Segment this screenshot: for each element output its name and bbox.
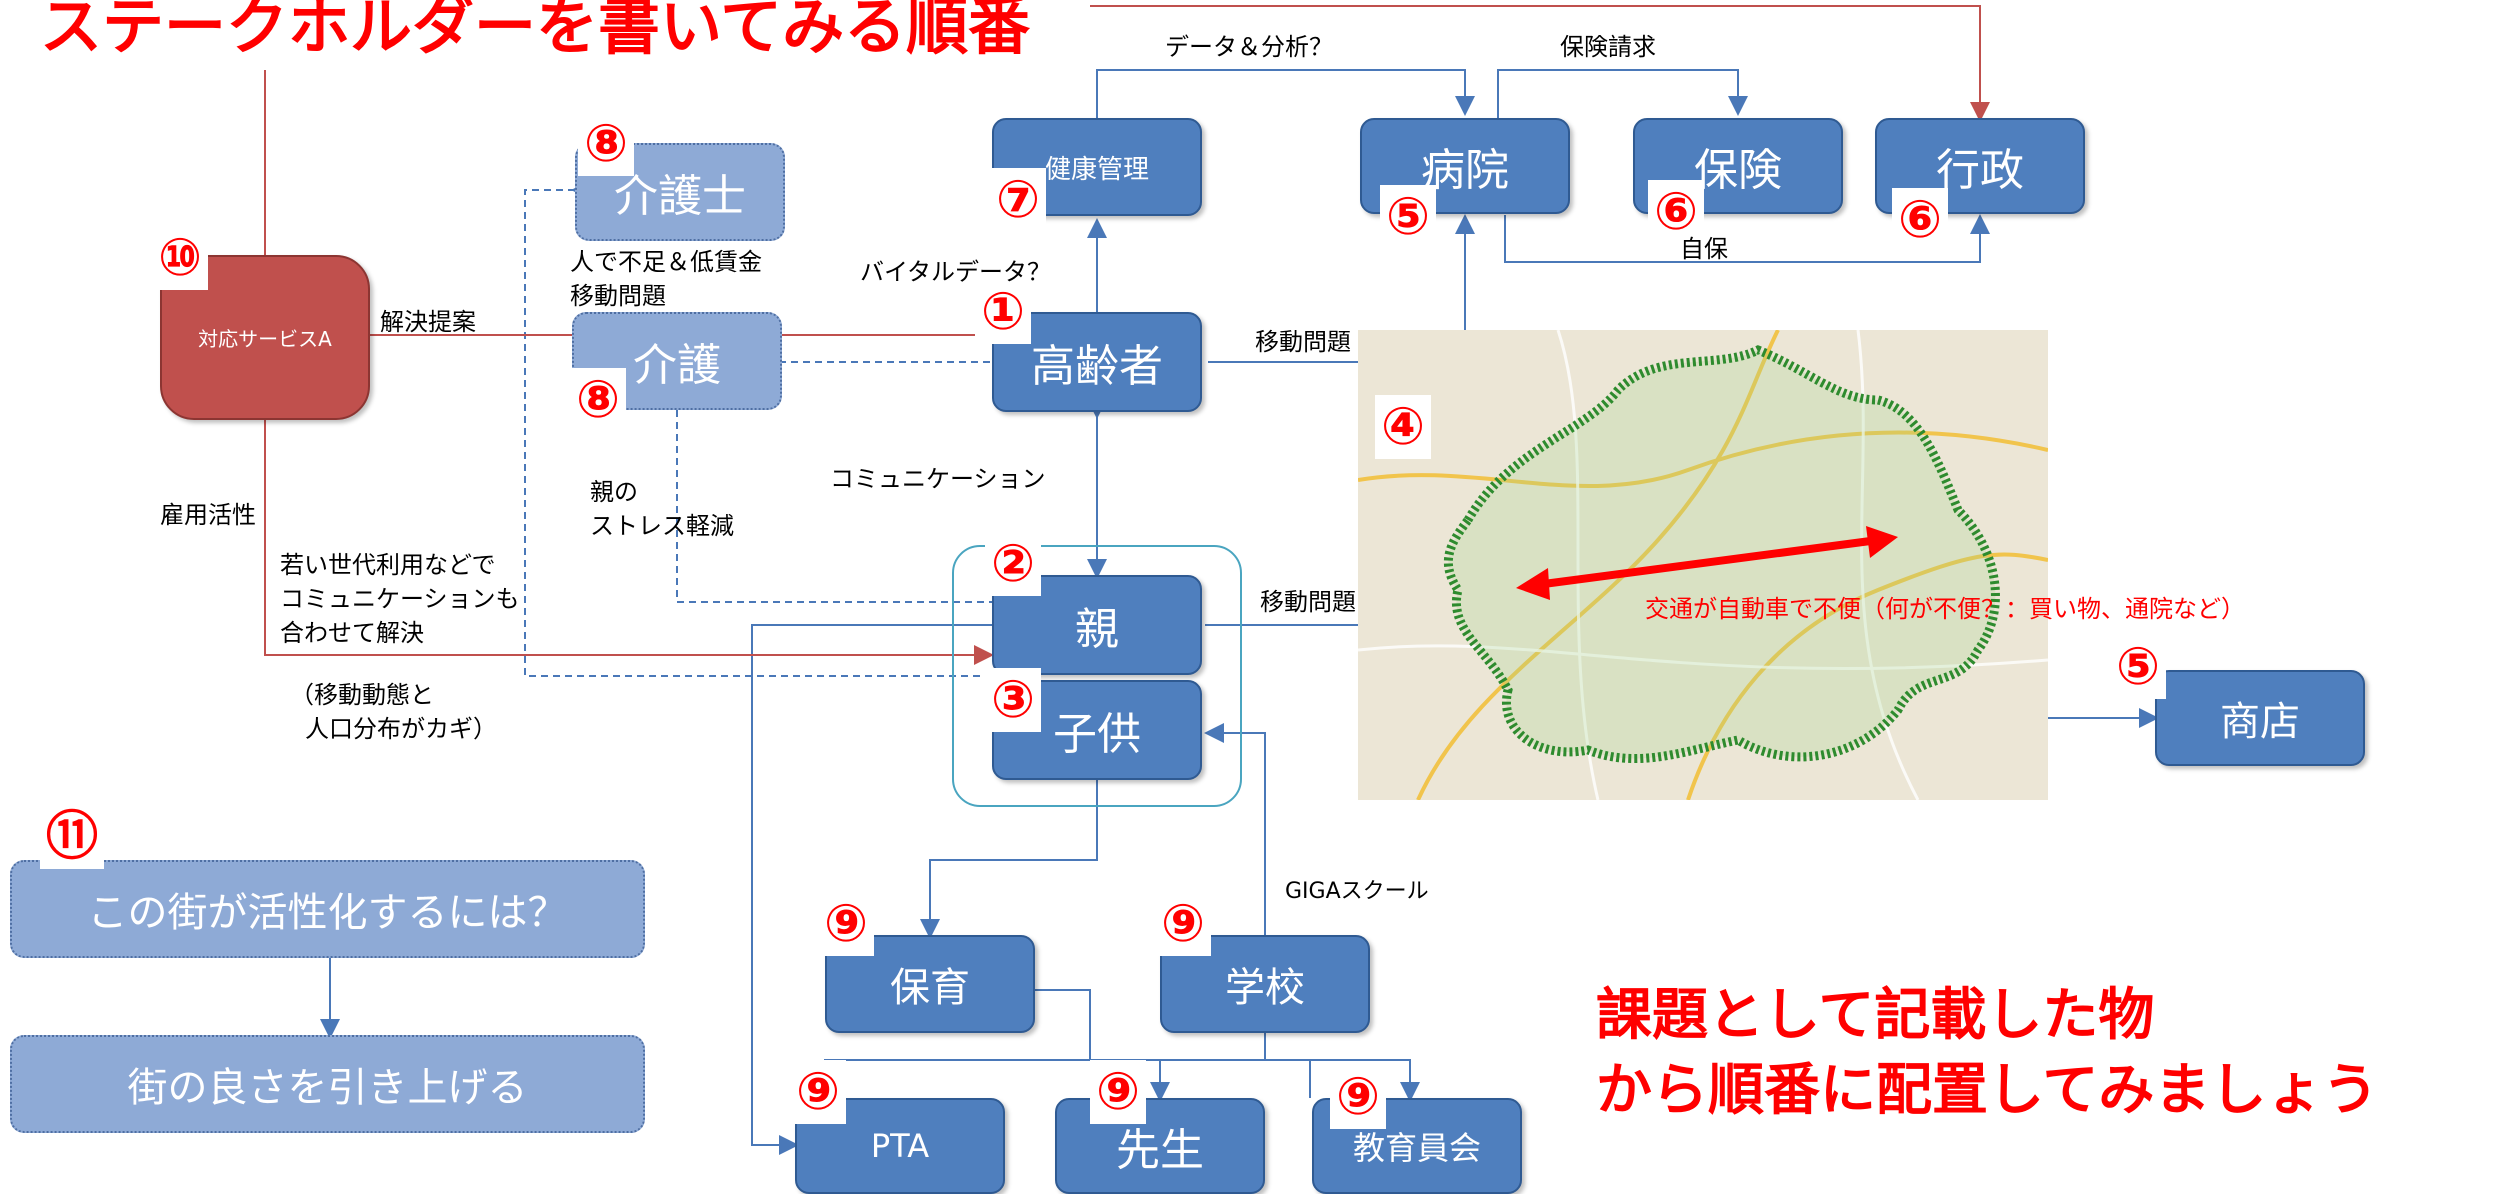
label-movement-2: 人口分布がカギ）	[305, 715, 497, 743]
edge-service-parent	[264, 420, 994, 665]
number-10: ⑩	[152, 226, 209, 290]
node-teacher: 先生	[1055, 1098, 1265, 1194]
label-young-3: 合わせて解決	[280, 619, 424, 647]
edge-caregiver-child	[524, 180, 992, 677]
family-group	[952, 545, 1242, 807]
number-9-teacher: ⑨	[1090, 1060, 1147, 1124]
number-6-government: ⑥	[1892, 188, 1949, 252]
edge-school-teacher	[1150, 1059, 1265, 1102]
node-board: 教育員会	[1312, 1098, 1522, 1194]
number-6-insurance: ⑥	[1648, 180, 1705, 244]
number-8-care: ⑧	[570, 368, 627, 432]
label-stress-2: ストレス軽減	[590, 512, 734, 540]
edge-group-nursery	[920, 778, 1098, 939]
edge-hospital-government	[1504, 214, 1990, 263]
number-2: ②	[985, 532, 1042, 596]
node-improve-town: 街の良さを引き上げる	[10, 1035, 645, 1133]
number-3: ③	[985, 668, 1042, 732]
label-insurance-claim: 保険請求	[1560, 33, 1656, 61]
edge-hospital-insurance	[1497, 69, 1748, 118]
node-caregiver: 介護士	[575, 143, 785, 241]
edge-title-government	[1090, 5, 1990, 122]
title: ステークホルダーを書いてみる順番	[40, 0, 1031, 63]
node-shop: 商店	[2155, 670, 2365, 766]
edge-school-board	[1265, 1059, 1420, 1102]
map-graphic	[1358, 330, 2048, 800]
number-11: ⑪	[40, 805, 105, 869]
label-data-analysis: データ＆分析？	[1165, 33, 1333, 61]
label-giga: GIGAスクール	[1285, 879, 1429, 904]
number-1: ①	[975, 280, 1032, 344]
label-mobility-elderly: 移動問題	[1255, 328, 1351, 356]
number-5-shop: ⑤	[2110, 635, 2167, 699]
number-8-caregiver: ⑧	[578, 112, 635, 176]
label-young-2: コミュニケーションも	[280, 585, 520, 613]
note-line-2: から順番に配置してみましょう	[1596, 1058, 2379, 1123]
label-selfpay: 自保	[1680, 235, 1728, 263]
label-transport: 交通が自動車で不便（何が不便？：買い物、通院など）	[1645, 595, 2245, 623]
edge-giga-child	[1204, 723, 1266, 935]
number-9-nursery: ⑨	[818, 892, 875, 956]
label-employment: 雇用活性	[160, 501, 256, 529]
label-movement-1: （移動動態と	[290, 681, 434, 709]
number-5-hospital: ⑤	[1380, 185, 1437, 249]
number-9-pta: ⑨	[790, 1060, 847, 1124]
number-7: ⑦	[990, 168, 1047, 232]
label-stress-1: 親の	[590, 478, 638, 506]
label-solution: 解決提案	[380, 308, 476, 336]
edge-school-branch	[815, 1032, 1266, 1102]
number-9-school: ⑨	[1155, 892, 1212, 956]
node-activate-town: この街が活性化するには？	[10, 860, 645, 958]
edge-care-parent	[676, 410, 992, 603]
edge-parent-pta	[751, 624, 992, 1155]
town-boundary	[1444, 345, 2000, 764]
label-young-1: 若い世代利用などで	[280, 551, 496, 579]
label-shortage-2: 移動問題	[570, 282, 666, 310]
label-vital: バイタルデータ？	[860, 258, 1052, 286]
distance-arrow	[1535, 536, 1879, 589]
number-4: ④	[1375, 395, 1432, 459]
area-map	[1358, 330, 2048, 800]
label-mobility-parent: 移動問題	[1260, 588, 1356, 616]
label-communication: コミュニケーション	[830, 465, 1046, 493]
number-9-board: ⑨	[1330, 1065, 1387, 1129]
label-shortage-1: 人で不足＆低賃金	[570, 248, 762, 276]
note-line-1: 課題として記載した物	[1596, 983, 2155, 1048]
edge-health-hospital	[1096, 69, 1475, 118]
